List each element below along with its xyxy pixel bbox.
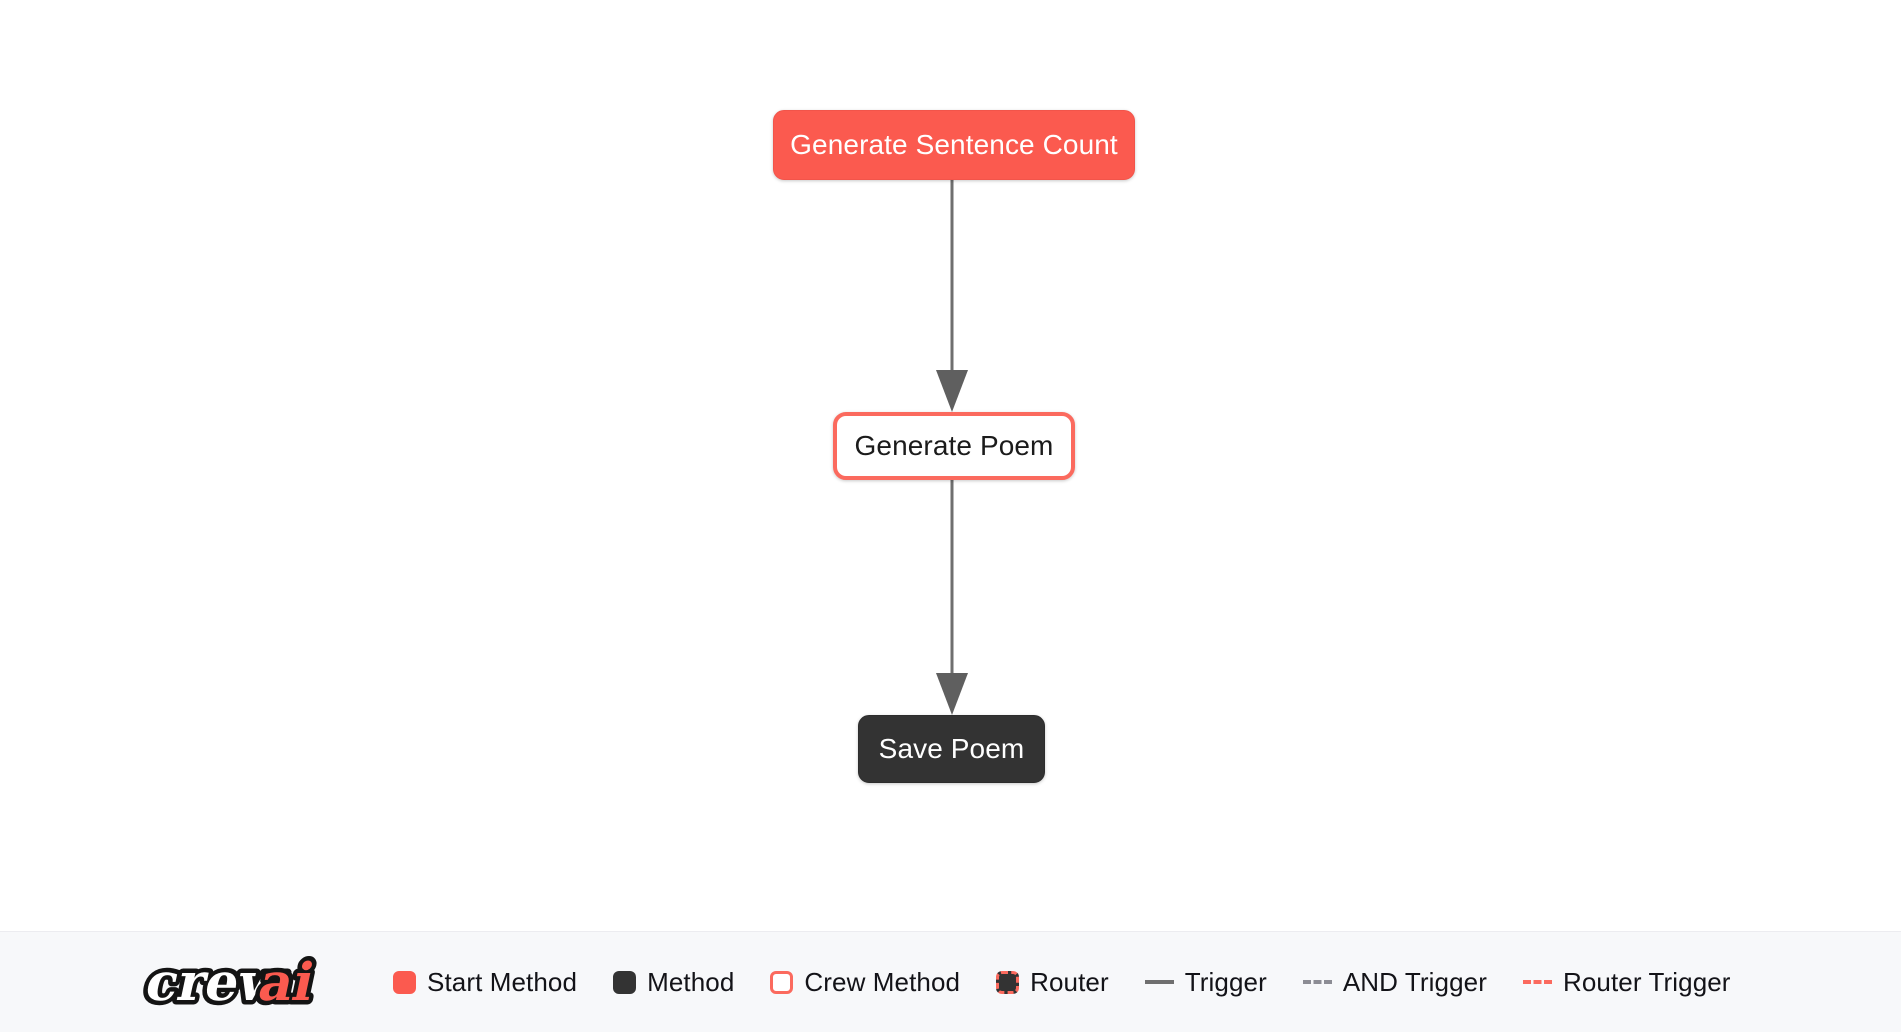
legend-label: Method: [647, 967, 735, 997]
trigger-line-icon: [1144, 980, 1174, 984]
legend-bar: crew ai Start Method Method Crew Method …: [0, 931, 1901, 1032]
legend-item-router-trigger: Router Trigger: [1522, 967, 1731, 997]
legend-label: Crew Method: [804, 967, 961, 997]
flow-node-generate-sentence-count[interactable]: Generate Sentence Count: [773, 110, 1135, 180]
method-swatch-icon: [613, 970, 637, 994]
legend-item-method: Method: [613, 969, 734, 995]
legend-item-router: Router: [996, 969, 1109, 995]
start-method-swatch-icon: [393, 970, 416, 994]
flow-node-label: Generate Sentence Count: [790, 129, 1118, 160]
flow-node-generate-poem[interactable]: Generate Poem: [833, 412, 1075, 480]
legend-item-start-method: Start Method: [393, 969, 577, 995]
legend-items: Start Method Method Crew Method Router T…: [393, 969, 1731, 995]
legend-item-and-trigger: AND Trigger: [1302, 967, 1487, 997]
crewai-logo: crew ai: [137, 948, 324, 1017]
router-swatch-icon: [996, 970, 1020, 994]
legend-label: Trigger: [1184, 967, 1267, 997]
legend-label: Router: [1030, 967, 1109, 997]
crewai-logo-crew: crew: [141, 953, 292, 1013]
edge-sentence-to-poem: [936, 180, 968, 412]
crew-method-swatch-icon: [770, 970, 794, 994]
and-trigger-line-icon: [1302, 980, 1332, 984]
legend-item-crew-method: Crew Method: [770, 969, 960, 995]
flow-node-save-poem[interactable]: Save Poem: [858, 715, 1045, 783]
flow-canvas[interactable]: Generate Sentence Count Generate Poem Sa…: [0, 0, 1901, 931]
legend-label: Start Method: [427, 967, 578, 997]
legend-label: Router Trigger: [1562, 967, 1731, 997]
legend-label: AND Trigger: [1342, 967, 1487, 997]
flow-node-label: Generate Poem: [854, 430, 1054, 461]
edge-poem-to-save: [936, 480, 968, 715]
flow-node-label: Save Poem: [878, 733, 1025, 764]
legend-item-trigger: Trigger: [1144, 967, 1267, 997]
crewai-logo-ai: ai: [254, 953, 320, 1013]
router-trigger-line-icon: [1522, 980, 1552, 984]
